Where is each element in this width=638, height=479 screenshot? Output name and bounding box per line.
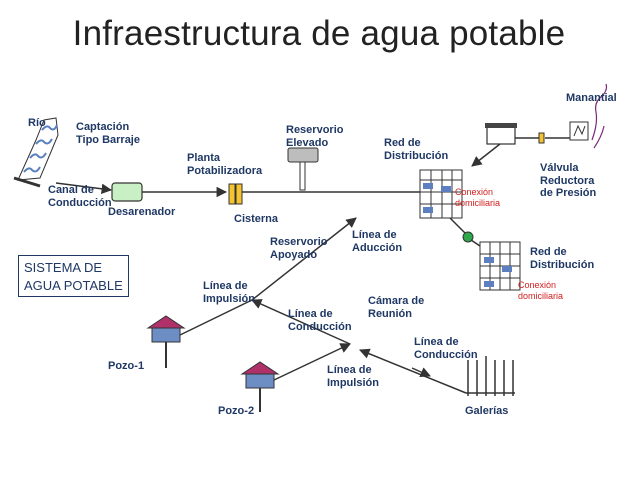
- well-1-label: Pozo-1: [108, 360, 145, 372]
- well-2-icon: [240, 361, 280, 412]
- galleries-label: Galerías: [465, 405, 509, 417]
- page-title: Infraestructura de agua potable: [72, 14, 566, 53]
- impulsion-line-1-label: Línea de Impulsión: [203, 280, 255, 305]
- canal-label: Canal de Conducción: [48, 184, 112, 209]
- elevated-reservoir-label: Reservorio Elevado: [286, 124, 344, 149]
- river-label: Río: [28, 117, 46, 129]
- supported-reservoir-label: Reservorio Apoyado: [270, 236, 328, 261]
- adduction-line-label: Línea de Aducción: [352, 229, 403, 254]
- well-2-label: Pozo-2: [218, 405, 255, 417]
- river-icon: [13, 117, 59, 188]
- conduction-line-2-label: Línea de Conducción: [414, 336, 478, 361]
- distribution-grid-1: [419, 169, 463, 219]
- system-box: SISTEMA DE AGUA POTABLE: [18, 255, 129, 297]
- galleries-icon: [466, 356, 515, 396]
- connection-1-label: Conexión domiciliaria: [455, 187, 501, 208]
- meeting-chamber-label: Cámara de Reunión: [368, 295, 425, 320]
- cistern-icon: [228, 183, 243, 205]
- intake-label: Captación Tipo Barraje: [76, 121, 140, 146]
- well-1-icon: [146, 315, 186, 368]
- conduction-line-1-label: Línea de Conducción: [288, 308, 352, 333]
- impulsion-line-2-label: Línea de Impulsión: [327, 364, 379, 389]
- elevated-reservoir-icon: [287, 147, 319, 191]
- treatment-plant-label: Planta Potabilizadora: [187, 152, 263, 177]
- distribution-1-label: Red de Distribución: [384, 137, 449, 162]
- desanding-tank: [111, 182, 143, 202]
- distribution-2-label: Red de Distribución: [530, 246, 595, 271]
- valve-node: [462, 231, 474, 243]
- distribution-grid-2: [479, 241, 521, 291]
- connection-2-label: Conexión domiciliaria: [518, 280, 564, 301]
- valve-box-icon: [485, 123, 517, 145]
- spring-label: Manantial: [566, 92, 617, 104]
- spring-icon: [569, 83, 608, 149]
- cistern-label: Cisterna: [234, 213, 279, 225]
- pressure-valve-label: Válvula Reductora de Presión: [540, 162, 597, 199]
- desanding-label: Desarenador: [108, 206, 176, 218]
